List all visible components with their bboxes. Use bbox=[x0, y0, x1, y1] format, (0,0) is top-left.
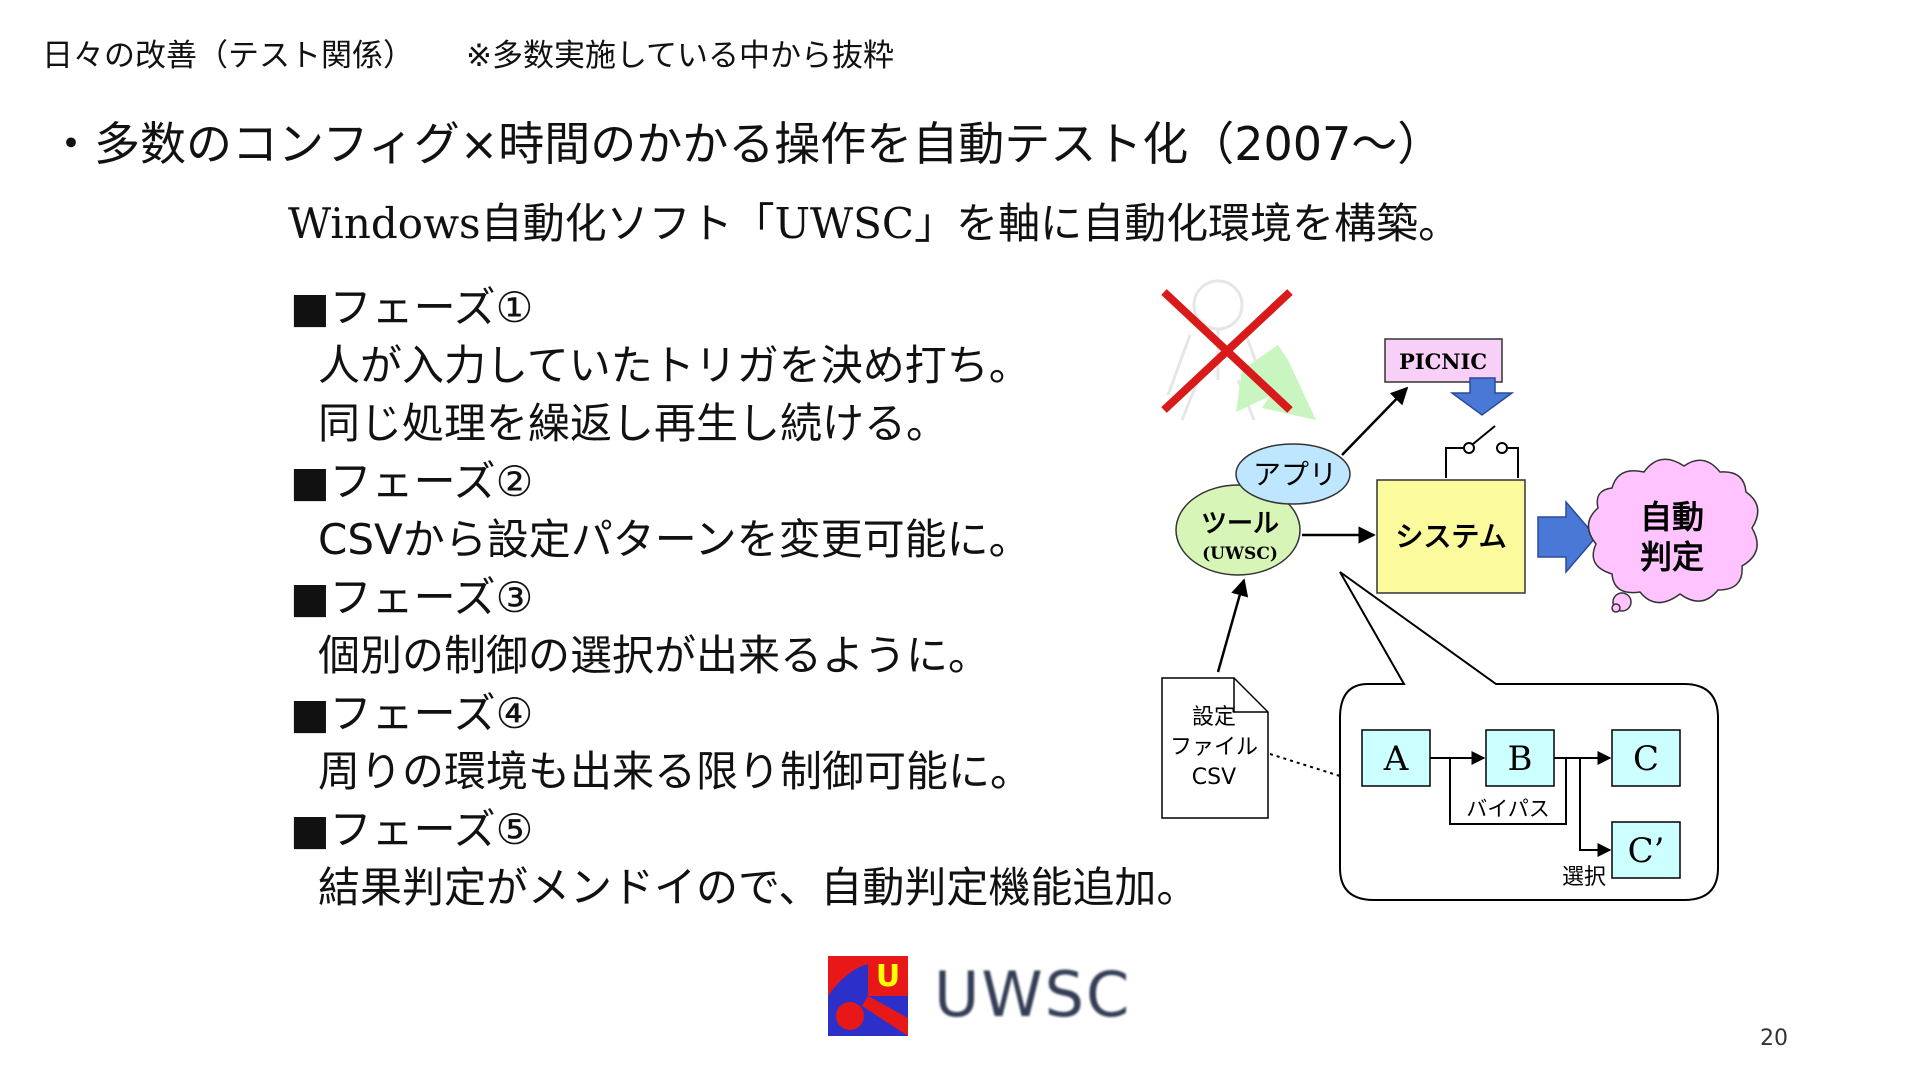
header-title: 日々の改善（テスト関係） bbox=[42, 38, 414, 74]
box-a bbox=[1361, 729, 1431, 787]
tool-node bbox=[1175, 484, 1301, 576]
phase-1-line-1: 人が入力していたトリガを決め打ち。 bbox=[318, 341, 1031, 390]
subtitle: Windows自動化ソフト「UWSC」を軸に自動化環境を構築。 bbox=[288, 199, 1461, 248]
blue-right-arrow-icon bbox=[1537, 499, 1597, 575]
phase-2-line-1: CSVから設定パターンを変更可能に。 bbox=[318, 515, 1031, 564]
app-label: アプリ bbox=[1253, 458, 1337, 491]
phase-3-line-1: 個別の制御の選択が出来るように。 bbox=[318, 631, 991, 680]
judge-cloud bbox=[1587, 458, 1759, 604]
box-c-prime-label: C’ bbox=[1628, 831, 1665, 871]
box-c-prime bbox=[1611, 821, 1681, 879]
logo-letter: U bbox=[876, 959, 900, 994]
phase-1-heading: ■フェーズ① bbox=[290, 283, 534, 332]
slide-header: 日々の改善（テスト関係） ※多数実施している中から抜粋 bbox=[42, 30, 894, 75]
bullet-title: ・多数のコンフィグ×時間のかかる操作を自動テスト化（2007～） bbox=[48, 117, 1444, 171]
picnic-label: PICNIC bbox=[1399, 349, 1487, 374]
picnic-box bbox=[1384, 338, 1503, 383]
csv-label-1: 設定 bbox=[1192, 705, 1236, 730]
box-c bbox=[1611, 729, 1681, 787]
red-cross-icon bbox=[1161, 289, 1293, 413]
header-note: ※多数実施している中から抜粋 bbox=[466, 38, 895, 74]
phase-1-line-2: 同じ処理を繰返し再生し続ける。 bbox=[318, 399, 949, 448]
phase-2-heading: ■フェーズ② bbox=[290, 457, 534, 506]
box-b bbox=[1485, 729, 1555, 787]
phase-5-line-1: 結果判定がメンドイので、自動判定機能追加。 bbox=[318, 863, 1199, 912]
system-box bbox=[1376, 479, 1526, 594]
tool-sublabel: (UWSC) bbox=[1202, 544, 1278, 564]
box-a-label: A bbox=[1383, 739, 1409, 779]
app-node bbox=[1235, 443, 1351, 505]
box-c-label: C bbox=[1633, 739, 1659, 779]
csv-label-3: CSV bbox=[1192, 765, 1236, 790]
uwsc-logo-icon: U bbox=[828, 956, 908, 1036]
csv-label-2: ファイル bbox=[1170, 735, 1258, 760]
switch-icon bbox=[1445, 425, 1519, 478]
blue-down-arrow-icon bbox=[1449, 377, 1515, 416]
tool-label: ツール bbox=[1201, 509, 1279, 539]
select-label: 選択 bbox=[1562, 865, 1606, 890]
csv-file-icon bbox=[1161, 677, 1269, 819]
page-number: 20 bbox=[1760, 1026, 1788, 1051]
logo-text: UWSC bbox=[934, 958, 1132, 1031]
phase-5-heading: ■フェーズ⑤ bbox=[290, 805, 534, 854]
judge-label-1: 自動 bbox=[1640, 498, 1704, 536]
judge-label-2: 判定 bbox=[1640, 538, 1704, 576]
bypass-label: バイパス bbox=[1466, 797, 1550, 821]
green-arrow-icon bbox=[1236, 345, 1316, 420]
phase-4-heading: ■フェーズ④ bbox=[290, 689, 534, 738]
phase-3-heading: ■フェーズ③ bbox=[290, 573, 534, 622]
system-label: システム bbox=[1395, 520, 1506, 553]
box-b-label: B bbox=[1508, 739, 1533, 779]
phase-4-line-1: 周りの環境も出来る限り制御可能に。 bbox=[318, 747, 1033, 796]
